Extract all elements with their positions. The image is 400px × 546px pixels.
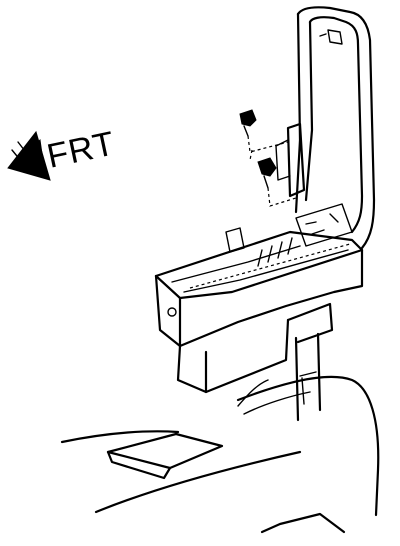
support-post	[294, 332, 322, 422]
lower-screw-icon	[257, 157, 277, 189]
upper-screw-icon	[239, 109, 257, 137]
upper-screw-leader	[247, 135, 289, 153]
seat-base	[60, 375, 380, 534]
fasteners	[239, 109, 297, 207]
lower-screw-leader	[267, 187, 297, 207]
console-lid	[275, 6, 376, 250]
front-direction-indicator: FRT	[7, 124, 119, 181]
direction-label: FRT	[44, 124, 119, 175]
console-box	[154, 203, 364, 394]
front-arrow-icon	[7, 130, 51, 181]
